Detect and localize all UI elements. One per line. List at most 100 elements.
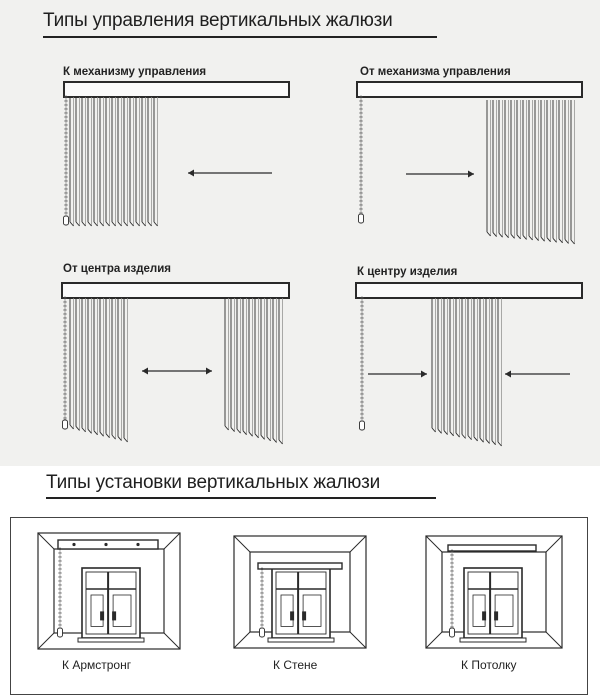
chain-bead [63, 348, 67, 352]
chain-bead [58, 619, 62, 623]
mount-point [72, 542, 76, 547]
window-sill [459, 637, 527, 643]
chain-bead [260, 607, 264, 611]
chain-bead [360, 412, 364, 416]
chain-bead [260, 587, 264, 591]
chain-weight [63, 215, 69, 226]
chain-bead [63, 372, 67, 376]
slat-group [224, 298, 283, 445]
chain-bead [360, 360, 364, 364]
chain-bead [63, 408, 67, 412]
chain-bead [360, 332, 364, 336]
chain-bead [359, 115, 363, 119]
slat-bottom [431, 427, 436, 433]
chain-bead [359, 119, 363, 123]
chain-bead [450, 557, 454, 561]
chain-bead [58, 587, 62, 591]
chain-bead [450, 617, 454, 621]
chain-bead [58, 607, 62, 611]
chain-bead [360, 408, 364, 412]
chain-bead [360, 376, 364, 380]
chain-bead [63, 296, 67, 300]
slat-bottom [224, 425, 229, 431]
chain-bead [64, 119, 68, 123]
slat-bottom [564, 239, 569, 244]
niche-corner [37, 632, 55, 650]
chain-bead [450, 549, 454, 553]
chain-bead [63, 412, 67, 416]
chain-bead [359, 179, 363, 183]
chain-bead [64, 199, 68, 203]
chain-bead [63, 392, 67, 396]
chain-bead [58, 595, 62, 599]
chain-bead [58, 603, 62, 607]
chain-bead [359, 131, 363, 135]
diagram-label-to-mechanism: К механизму управления [63, 66, 207, 78]
niche-corner [233, 535, 251, 553]
chain-bead [58, 591, 62, 595]
chain-bead [260, 623, 264, 627]
slat-bottom [449, 431, 454, 437]
chain-bead [359, 195, 363, 199]
chain-bead [360, 388, 364, 392]
slat-bottom [455, 432, 460, 438]
chain-bead [64, 203, 68, 207]
control-chain [57, 547, 63, 638]
chain-bead [64, 171, 68, 175]
slat-bottom [87, 221, 92, 227]
chain-bead [64, 99, 68, 103]
chain-weight [259, 627, 265, 638]
chain-bead [64, 167, 68, 171]
chain-bead [260, 567, 264, 571]
chain-bead [63, 368, 67, 372]
chain-bead [64, 163, 68, 167]
arrow-head [188, 169, 194, 177]
chain-bead [360, 372, 364, 376]
chain-bead [450, 577, 454, 581]
chain-bead [64, 127, 68, 131]
slat-bottom [479, 437, 484, 443]
chain-bead [360, 340, 364, 344]
chain-bead [360, 316, 364, 320]
headrail [63, 81, 290, 98]
chain-bead [360, 364, 364, 368]
chain-bead [360, 368, 364, 372]
chain-bead [58, 599, 62, 603]
chain-bead [64, 187, 68, 191]
chain-bead [450, 621, 454, 625]
headrail [57, 539, 159, 550]
chain-bead [450, 589, 454, 593]
slat-bottom [522, 235, 527, 240]
chain-bead [360, 324, 364, 328]
window-inner [275, 571, 327, 635]
slat-bottom [443, 430, 448, 435]
niche-corner [349, 535, 367, 553]
window-handle [100, 611, 105, 621]
niche-corner [545, 631, 563, 649]
control-chain [62, 296, 68, 430]
control-types-title: Типы управления вертикальных жалюзи [43, 10, 393, 31]
chain-bead [64, 111, 68, 115]
niche-corner [425, 535, 443, 553]
chain-bead [58, 563, 62, 567]
chain-bead [360, 308, 364, 312]
chain-bead [359, 127, 363, 131]
slat-bottom [278, 439, 283, 445]
chain-bead [360, 416, 364, 420]
chain-bead [359, 155, 363, 159]
chain-bead [359, 187, 363, 191]
slat-bottom [266, 436, 271, 442]
chain-bead [64, 183, 68, 187]
slat-bottom [546, 237, 551, 243]
chain-bead [359, 207, 363, 211]
chain-bead [359, 199, 363, 203]
slat-bottom [117, 436, 122, 441]
niche-corner [163, 532, 181, 550]
slat-bottom [473, 436, 478, 442]
chain-bead [64, 151, 68, 155]
slat-bottom [75, 426, 80, 431]
chain-bead [359, 163, 363, 167]
slat-bottom [497, 441, 502, 447]
chain-bead [359, 151, 363, 155]
chain-bead [64, 103, 68, 107]
